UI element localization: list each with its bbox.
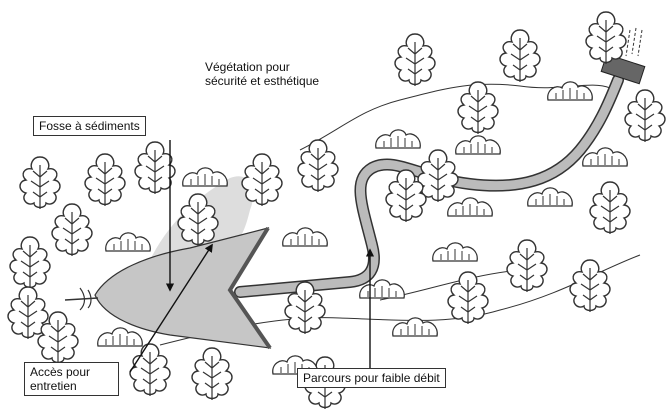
label-vegetation-line2: sécurité et esthétique	[205, 74, 320, 88]
leader-acces	[129, 243, 213, 373]
basin-embankment	[227, 226, 272, 350]
label-vegetation: Végétation pour sécurité et esthétique	[200, 58, 324, 90]
label-acces-entretien: Accès pour entretien	[24, 362, 120, 396]
label-acces-line1: Accès pour	[30, 365, 91, 379]
label-parcours-text: Parcours pour faible débit	[303, 371, 440, 385]
outlet-pipe	[64, 287, 99, 311]
trees	[7, 11, 666, 410]
label-vegetation-line1: Végétation pour	[205, 60, 290, 74]
label-acces-line2: entretien	[30, 379, 77, 393]
label-fosse-text: Fosse à sédiments	[39, 119, 140, 133]
label-fosse-sediments: Fosse à sédiments	[33, 116, 146, 136]
label-parcours-faible-debit: Parcours pour faible débit	[297, 368, 446, 388]
